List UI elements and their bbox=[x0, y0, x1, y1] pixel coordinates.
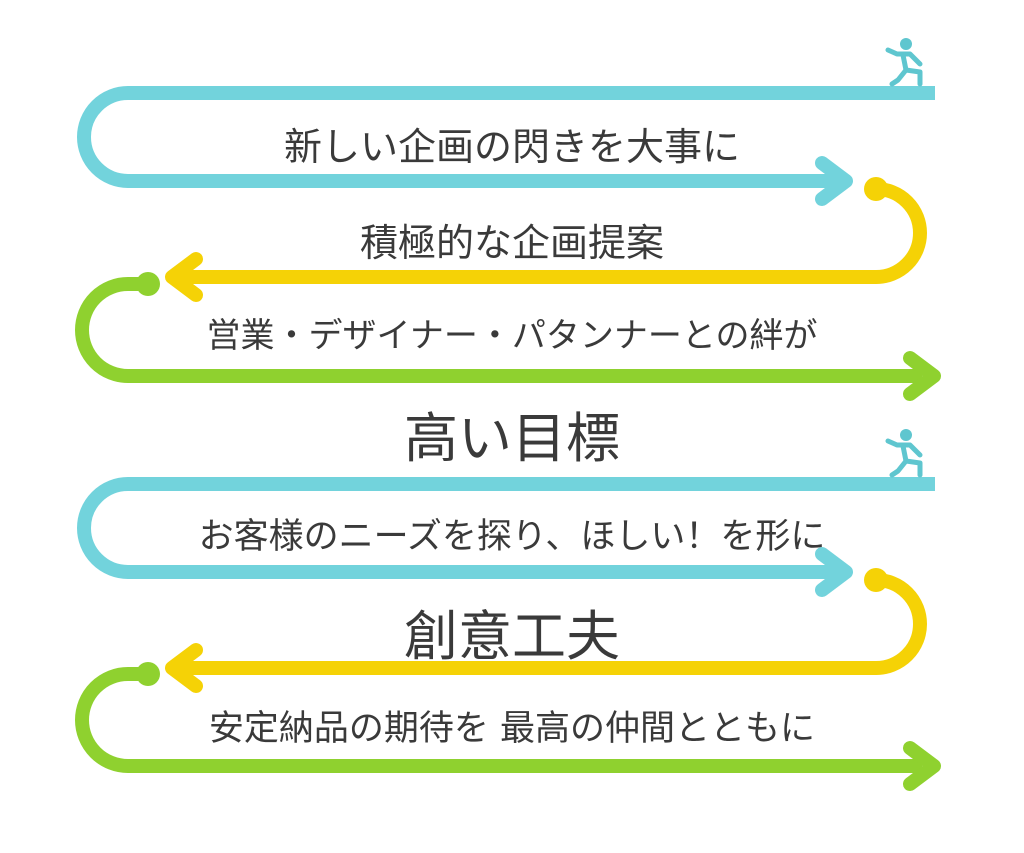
heading-high-goal: 高い目標 bbox=[404, 407, 620, 470]
runner-icon bbox=[885, 38, 923, 87]
yellow-path-2 bbox=[180, 573, 927, 675]
arrow-right-icon bbox=[903, 351, 941, 401]
green-path-2 bbox=[75, 667, 922, 773]
arrow-left-icon bbox=[165, 252, 203, 302]
blue-path-1 bbox=[77, 86, 935, 188]
step-text-proposal: 積極的な企画提案 bbox=[359, 221, 664, 265]
step-text-customer-needs: お客様のニーズを探り、ほしい！を形に bbox=[198, 517, 826, 557]
heading-ingenuity: 創意工夫 bbox=[404, 605, 620, 668]
yellow-path-1 bbox=[180, 182, 927, 284]
arrow-right-icon bbox=[903, 741, 941, 791]
arrow-right-icon bbox=[815, 156, 853, 206]
green-path-1 bbox=[75, 277, 922, 383]
arrow-right-icon bbox=[815, 547, 853, 597]
step-text-stable-delivery: 安定納品の期待を 最高の仲間とともに bbox=[208, 709, 816, 749]
blue-path-2 bbox=[77, 477, 935, 579]
step-text-new-ideas: 新しい企画の閃きを大事に bbox=[283, 125, 740, 169]
runner-icon bbox=[885, 429, 923, 478]
arrow-left-icon bbox=[165, 643, 203, 693]
step-text-bonds: 営業・デザイナー・パタンナーとの絆が bbox=[206, 316, 818, 356]
